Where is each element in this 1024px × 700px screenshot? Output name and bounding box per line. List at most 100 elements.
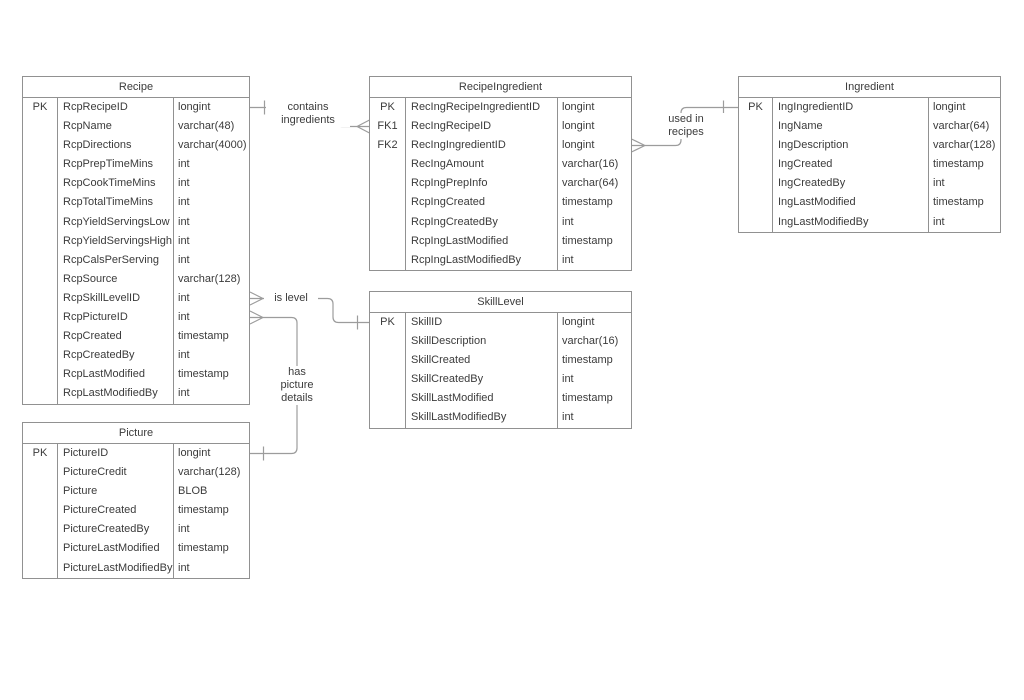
field-key-flag xyxy=(370,174,406,194)
field-key-flag xyxy=(370,193,406,213)
field-type: int xyxy=(178,561,190,574)
field-name: RcpIngCreated xyxy=(406,193,558,213)
field-type: int xyxy=(178,158,190,171)
field-name: PictureID xyxy=(58,444,174,464)
field-type: varchar(64) xyxy=(562,177,619,190)
field-name: SkillDescription xyxy=(406,332,558,352)
field-type: longint xyxy=(562,316,595,328)
field-key-flag xyxy=(23,520,58,540)
field-key-flag xyxy=(370,231,406,251)
field-key-flag xyxy=(23,501,58,521)
field-row: RecIngAmount varchar(16) xyxy=(370,155,631,175)
field-type: int xyxy=(178,523,190,536)
relationship-label-contains-ingredients: contains ingredients xyxy=(266,101,350,127)
field-key-flag xyxy=(370,389,406,409)
field-key-flag xyxy=(370,250,406,270)
field-type: varchar(16) xyxy=(562,158,619,171)
field-type: timestamp xyxy=(178,330,229,343)
field-name: RcpSource xyxy=(58,269,174,289)
field-type: int xyxy=(178,349,190,362)
field-type: int xyxy=(562,373,574,386)
cardinality-many-crowfoot xyxy=(249,310,264,325)
field-type: int xyxy=(178,253,190,266)
field-name: RcpLastModifiedBy xyxy=(58,384,174,404)
field-name: IngDescription xyxy=(773,136,929,156)
field-type: timestamp xyxy=(178,504,229,517)
cardinality-many-crowfoot xyxy=(356,119,370,134)
field-key-flag xyxy=(23,174,58,194)
field-name: RcpLastModified xyxy=(58,365,174,385)
field-key-flag xyxy=(23,269,58,289)
field-type: int xyxy=(178,177,190,190)
field-name: SkillCreated xyxy=(406,351,558,371)
field-key-flag xyxy=(23,346,58,366)
field-key-flag: PK xyxy=(23,98,58,118)
field-type: varchar(4000) xyxy=(178,139,247,152)
field-name: PictureLastModifiedBy xyxy=(58,558,174,578)
field-key-flag: FK1 xyxy=(370,117,406,137)
field-type: timestamp xyxy=(562,392,613,405)
field-name: SkillLastModifiedBy xyxy=(406,408,558,428)
field-name: RcpCreatedBy xyxy=(58,346,174,366)
field-key-flag: PK xyxy=(739,98,773,118)
field-name: RcpName xyxy=(58,117,174,137)
field-name: RecIngIngredientID xyxy=(406,136,558,156)
field-key-flag xyxy=(370,408,406,428)
field-key-flag xyxy=(23,327,58,347)
field-key-flag xyxy=(23,193,58,213)
entity-title: Recipe xyxy=(23,77,249,98)
field-key-flag xyxy=(23,558,58,578)
field-key-flag: PK xyxy=(370,98,406,118)
field-name: RecIngAmount xyxy=(406,155,558,175)
field-row: RcpLastModifiedBy int xyxy=(23,384,249,404)
field-key-flag xyxy=(370,332,406,352)
field-name: RcpRecipeID xyxy=(58,98,174,118)
field-key-flag xyxy=(23,288,58,309)
field-type: int xyxy=(562,215,574,228)
cardinality-many-crowfoot xyxy=(631,138,646,153)
field-key-flag xyxy=(23,231,58,251)
field-row: RcpCreatedBy int xyxy=(23,346,249,366)
field-name: SkillCreatedBy xyxy=(406,370,558,390)
field-key-flag xyxy=(23,365,58,385)
field-type: int xyxy=(178,387,190,400)
field-name: PictureLastModified xyxy=(58,539,174,559)
field-name: IngCreatedBy xyxy=(773,174,929,194)
connector-line xyxy=(263,297,369,324)
field-type: timestamp xyxy=(178,368,229,381)
field-name: IngLastModifiedBy xyxy=(773,212,929,232)
